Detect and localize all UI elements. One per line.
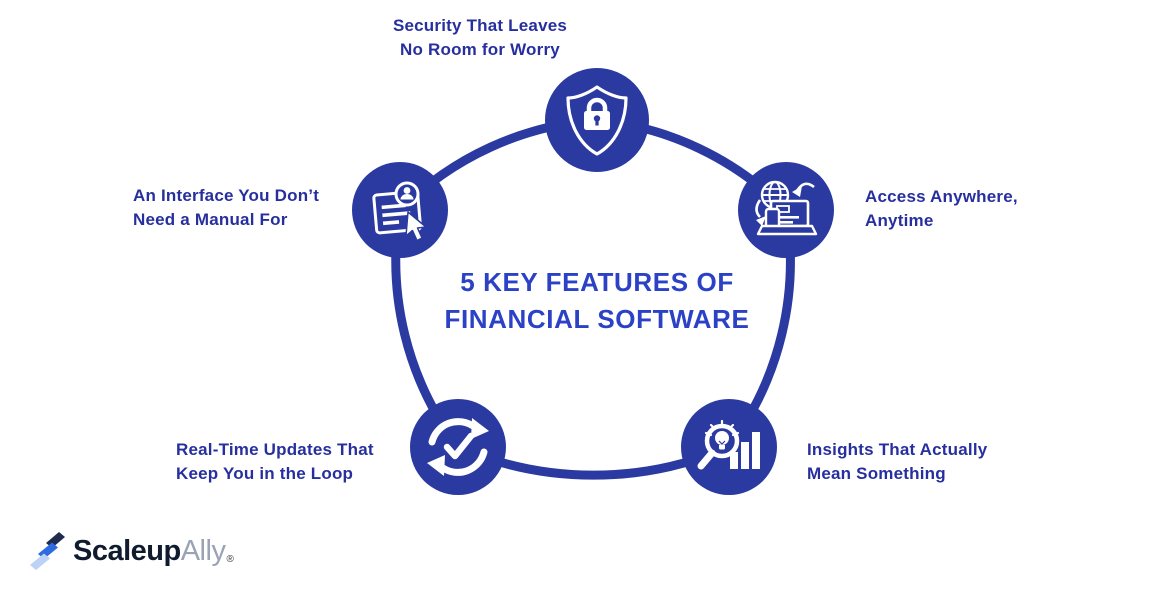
- label-insights-line2: Mean Something: [807, 464, 946, 483]
- brand-logo: Scaleup Ally ®: [28, 529, 234, 573]
- label-insights-line1: Insights That Actually: [807, 440, 988, 459]
- brand-logo-text: Scaleup Ally ®: [73, 535, 234, 568]
- node-access: [738, 162, 834, 258]
- label-realtime-line2: Keep You in the Loop: [176, 464, 354, 483]
- magnifier-bulb-chart-icon: [697, 419, 760, 470]
- globe-laptop-icon: [755, 180, 818, 236]
- node-circle: [410, 399, 506, 495]
- label-realtime-line1: Real-Time Updates That: [176, 440, 374, 459]
- label-interface-line2: Need a Manual For: [133, 210, 288, 229]
- ui-cursor-icon: [372, 181, 427, 242]
- label-access-line2: Anytime: [865, 211, 934, 230]
- page-title-line1: 5 KEY FEATURES OF: [460, 267, 734, 297]
- label-access: Access Anywhere, Anytime: [865, 185, 1018, 233]
- page-title: 5 KEY FEATURES OF FINANCIAL SOFTWARE: [367, 264, 827, 338]
- label-insights: Insights That Actually Mean Something: [807, 438, 987, 486]
- label-access-line1: Access Anywhere,: [865, 187, 1018, 206]
- label-realtime: Real-Time Updates That Keep You in the L…: [176, 438, 374, 486]
- label-security-line2: No Room for Worry: [400, 40, 560, 59]
- label-interface-line1: An Interface You Don’t: [133, 186, 320, 205]
- label-security: Security That Leaves No Room for Worry: [393, 14, 567, 62]
- node-insights: [681, 399, 777, 495]
- scaleupally-logo-icon: [30, 532, 65, 570]
- brand-name-bold: Scaleup: [73, 534, 181, 567]
- node-interface: [352, 162, 448, 258]
- node-circle: [352, 162, 448, 258]
- label-security-line1: Security That Leaves: [392, 16, 568, 35]
- label-interface: An Interface You Don’t Need a Manual For: [133, 184, 319, 232]
- sync-check-icon: [427, 418, 489, 476]
- shield-lock-icon: [566, 85, 628, 156]
- page-title-line2: FINANCIAL SOFTWARE: [444, 304, 750, 334]
- brand-name-light: Ally: [180, 534, 226, 567]
- node-security: [545, 68, 649, 172]
- registered-trademark-symbol: ®: [226, 553, 234, 565]
- node-realtime: [410, 399, 506, 495]
